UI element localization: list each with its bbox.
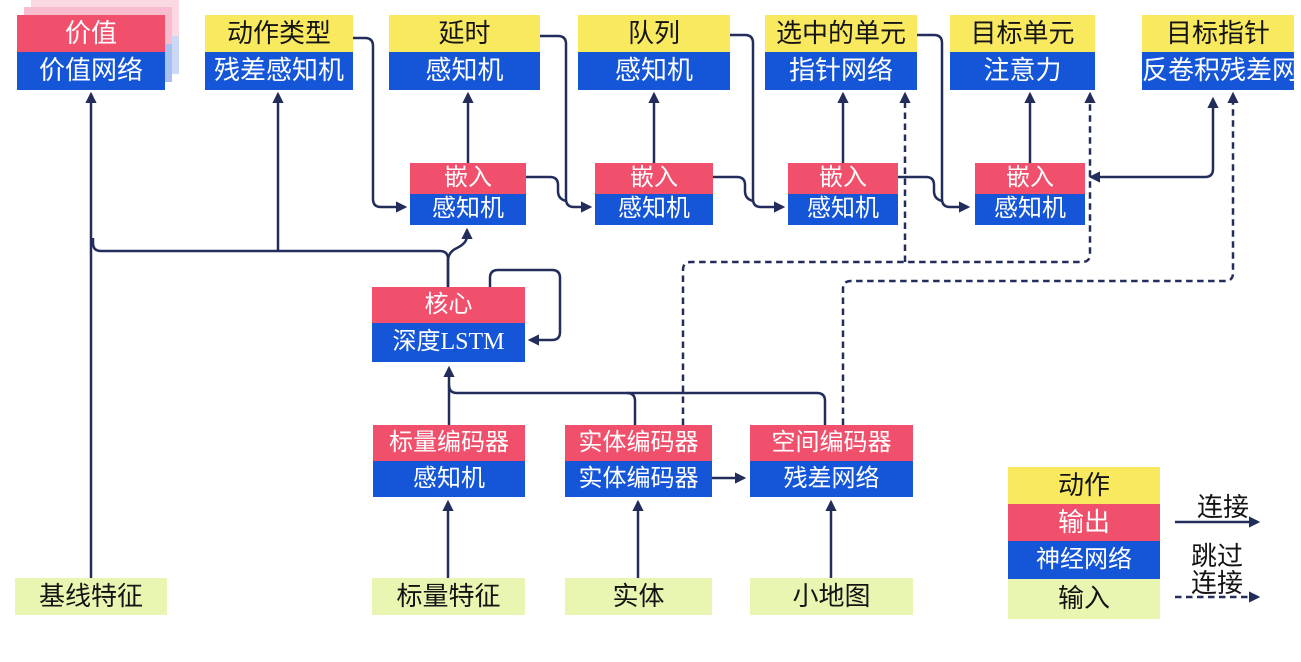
edge-entity-encoder-to-core [626, 391, 637, 425]
embed-4-network-label: 感知机 [975, 194, 1085, 225]
node-delay: 延时 感知机 [389, 15, 540, 90]
entity-encoder-label: 实体编码器 [565, 425, 712, 461]
target-unit-label: 目标单元 [950, 15, 1095, 52]
target-pointer-label: 目标指针 [1142, 15, 1294, 52]
baseline-features-label: 基线特征 [15, 578, 167, 615]
node-embed-2: 嵌入 感知机 [595, 163, 713, 225]
embed-4-label: 嵌入 [975, 163, 1085, 194]
legend-connection-label: 连接 [1196, 493, 1249, 522]
minimap-label: 小地图 [750, 578, 913, 615]
spatial-encoder-network-label: 残差网络 [750, 461, 913, 497]
core-label: 核心 [372, 287, 525, 323]
queue-network-label: 感知机 [578, 52, 730, 90]
legend-network: 神经网络 [1008, 541, 1160, 579]
node-spatial-encoder: 空间编码器 残差网络 [750, 425, 913, 497]
node-baseline-features: 基线特征 [15, 578, 167, 615]
legend-skip-label-2: 连接 [1190, 569, 1243, 598]
node-target-unit: 目标单元 注意力 [950, 15, 1095, 90]
edge-core-to-embed-1 [446, 227, 473, 287]
scalar-features-label: 标量特征 [372, 578, 525, 615]
action-type-label: 动作类型 [205, 15, 353, 52]
node-action-type: 动作类型 残差感知机 [205, 15, 353, 90]
selected-units-label: 选中的单元 [765, 15, 917, 52]
embed-3-label: 嵌入 [788, 163, 898, 194]
action-type-network-label: 残差感知机 [205, 52, 353, 90]
legend-action: 动作 [1008, 467, 1160, 504]
node-entity-encoder: 实体编码器 实体编码器 [565, 425, 712, 497]
skip-spatial-encoder-to-target-pointer [841, 91, 1239, 425]
value-network-label: 价值网络 [17, 52, 165, 90]
legend-skip-label-1: 跳过 [1190, 542, 1243, 571]
node-value: 价值 价值网络 [17, 15, 165, 90]
node-scalar-features: 标量特征 [372, 578, 525, 615]
node-core: 核心 深度LSTM [372, 287, 525, 362]
node-embed-4: 嵌入 感知机 [975, 163, 1085, 225]
core-network-label: 深度LSTM [372, 323, 525, 362]
node-queue: 队列 感知机 [578, 15, 730, 90]
node-scalar-encoder: 标量编码器 感知机 [373, 425, 525, 497]
embed-1-network-label: 感知机 [410, 194, 526, 225]
scalar-encoder-network-label: 感知机 [373, 461, 525, 497]
entities-label: 实体 [565, 578, 712, 615]
node-embed-3: 嵌入 感知机 [788, 163, 898, 225]
scalar-encoder-label: 标量编码器 [373, 425, 525, 461]
edge-core-to-value-trunk [91, 238, 450, 287]
embed-1-label: 嵌入 [410, 163, 526, 194]
node-entities: 实体 [565, 578, 712, 615]
target-pointer-network-label: 反卷积残差网 [1142, 52, 1294, 90]
embed-3-network-label: 感知机 [788, 194, 898, 225]
edge-embed-4-to-target-pointer [1088, 96, 1219, 183]
embed-2-network-label: 感知机 [595, 194, 713, 225]
edge-embed-2-to-embed-3 [713, 175, 754, 203]
node-minimap: 小地图 [750, 578, 913, 615]
node-selected-units: 选中的单元 指针网络 [765, 15, 917, 90]
node-target-pointer: 目标指针 反卷积残差网 [1142, 15, 1294, 90]
entity-encoder-network-label: 实体编码器 [565, 461, 712, 497]
spatial-encoder-label: 空间编码器 [750, 425, 913, 461]
delay-network-label: 感知机 [389, 52, 540, 90]
target-unit-network-label: 注意力 [950, 52, 1095, 90]
node-embed-1: 嵌入 感知机 [410, 163, 526, 225]
edge-encoders-to-core [443, 365, 827, 425]
legend-input: 输入 [1008, 579, 1160, 619]
value-output-label: 价值 [17, 15, 165, 52]
legend-color-key: 动作 输出 神经网络 输入 [1008, 467, 1160, 619]
edge-embed-3-to-embed-4 [898, 175, 943, 203]
edge-embed-1-to-embed-2 [526, 175, 567, 203]
queue-label: 队列 [578, 15, 730, 52]
embed-2-label: 嵌入 [595, 163, 713, 194]
delay-label: 延时 [389, 15, 540, 52]
legend-output: 输出 [1008, 504, 1160, 541]
skip-entity-encoder-to-target-unit [681, 91, 1096, 425]
selected-units-network-label: 指针网络 [765, 52, 917, 90]
